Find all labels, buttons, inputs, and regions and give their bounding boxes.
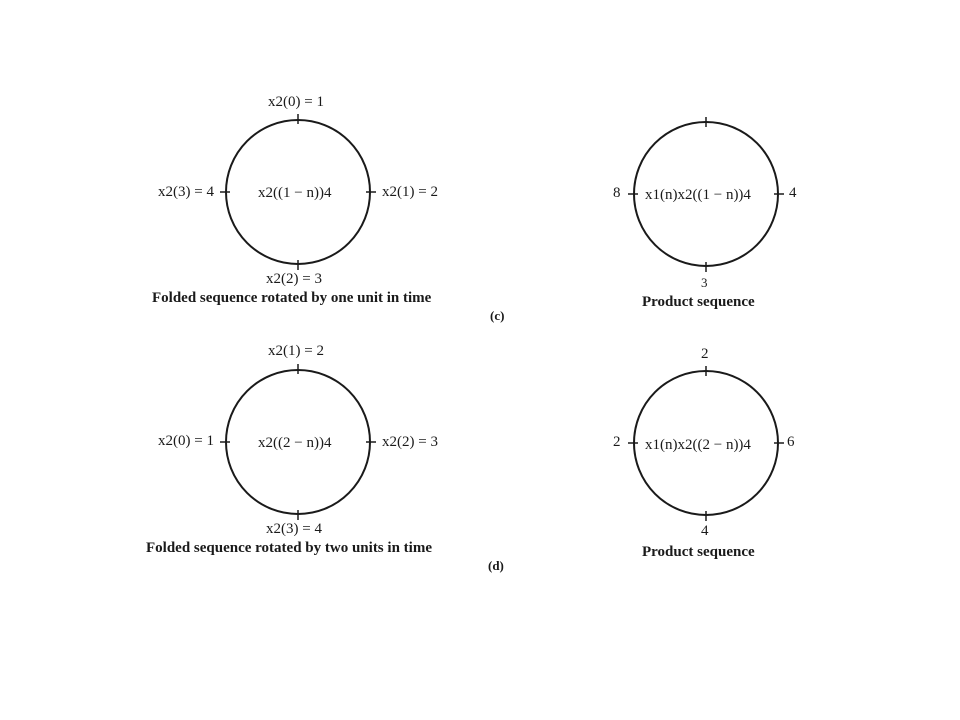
c-right-left-label: 8 [613, 185, 621, 201]
c-left-center-label: x2((1 − n))4 [258, 185, 332, 201]
d-right-right-label: 6 [787, 434, 795, 450]
c-left-right-label: x2(1) = 2 [382, 184, 438, 200]
d-left-right-label: x2(2) = 3 [382, 434, 438, 450]
d-left-caption: Folded sequence rotated by two units in … [146, 540, 432, 556]
d-left-bottom-label: x2(3) = 4 [266, 521, 322, 537]
d-right-caption: Product sequence [642, 544, 755, 560]
c-left-bottom-label: x2(2) = 3 [266, 271, 322, 287]
c-left-left-label: x2(3) = 4 [158, 184, 214, 200]
c-right-caption: Product sequence [642, 294, 755, 310]
d-left-top-label: x2(1) = 2 [268, 343, 324, 359]
c-left-top-label: x2(0) = 1 [268, 94, 324, 110]
c-right-right-label: 4 [789, 185, 797, 201]
part-label-c: (c) [490, 308, 505, 323]
d-left-left-label: x2(0) = 1 [158, 433, 214, 449]
d-right-top-label: 2 [701, 346, 709, 362]
d-right-bottom-label: 4 [701, 523, 709, 539]
c-right-bottom-label: 3 [701, 275, 708, 290]
c-right-center-label: x1(n)x2((1 − n))4 [645, 187, 751, 203]
c-left-caption: Folded sequence rotated by one unit in t… [152, 290, 432, 306]
part-label-d: (d) [488, 558, 504, 573]
d-left-center-label: x2((2 − n))4 [258, 435, 332, 451]
d-right-left-label: 2 [613, 434, 621, 450]
d-right-center-label: x1(n)x2((2 − n))4 [645, 437, 751, 453]
